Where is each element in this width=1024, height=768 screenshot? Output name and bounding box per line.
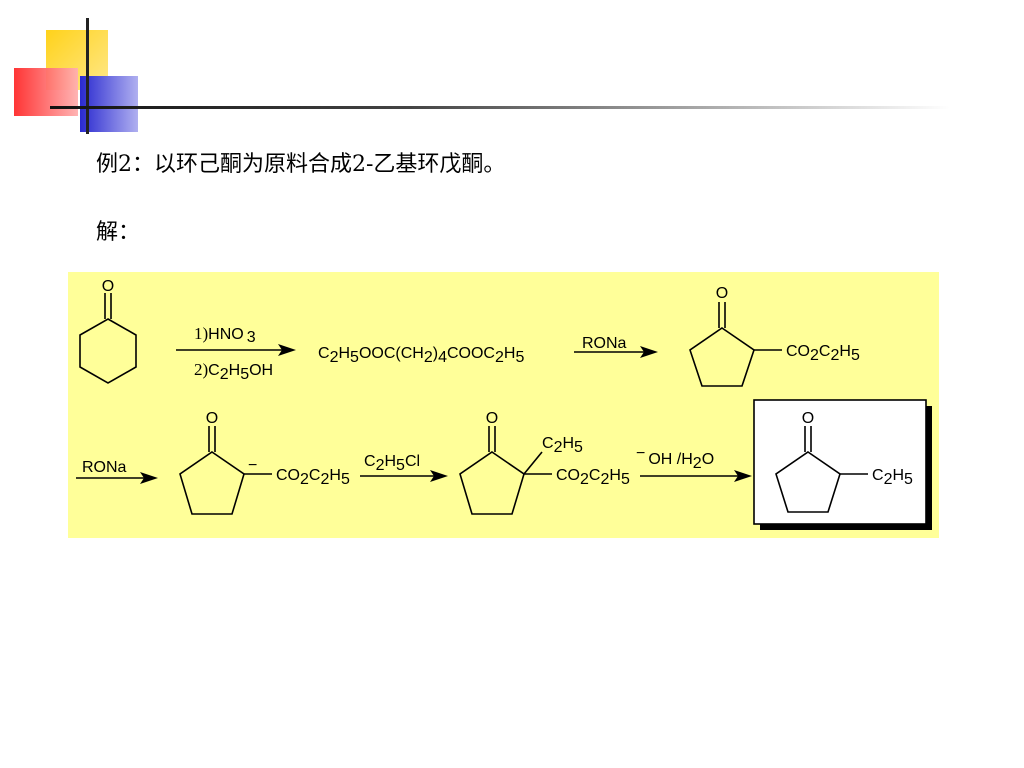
rona-reagent-2: RONa (82, 459, 127, 476)
hydrolysis-reagent: −OH /H2O (636, 445, 714, 472)
cyclohexanone-structure: O (79, 278, 137, 384)
reaction-arrow-2: RONa (574, 335, 658, 358)
oxygen-label: O (716, 285, 728, 302)
oxygen-label: O (486, 410, 498, 427)
ethyl-group-label: C2H5 (542, 435, 583, 456)
carbanion-charge: − (248, 457, 257, 474)
deco-vertical-line (86, 18, 89, 134)
alkylated-keto-ester-structure: O C2H5 CO2C2H5 (459, 410, 630, 515)
ester-group-label: CO2C2H5 (786, 343, 860, 364)
oxygen-label: O (802, 410, 814, 427)
reaction-arrow-5: −OH /H2O (636, 445, 752, 482)
ethyl-chloride-reagent: C2H5Cl (364, 453, 420, 474)
reaction-arrow-4: C2H5Cl (360, 453, 448, 482)
ester-group-label: CO2C2H5 (276, 467, 350, 488)
keto-ester-structure: O CO2C2H5 (689, 285, 860, 387)
oxygen-label: O (206, 410, 218, 427)
diethyl-adipate-formula: C2H5OOC(CH2)4COOC2H5 (318, 345, 524, 366)
enolate-structure: O − CO2C2H5 (179, 410, 350, 515)
ester-group-label: CO2C2H5 (556, 467, 630, 488)
product-box: O C2H5 (753, 399, 932, 530)
deco-horizontal-line (50, 106, 950, 109)
ethyl-group-label: C2H5 (872, 467, 913, 488)
oxygen-label: O (102, 278, 114, 295)
slide-title: 例2：以环己酮为原料合成2-乙基环戊酮。 (96, 152, 506, 177)
deco-blue-square (80, 76, 138, 132)
reaction-arrow-3: RONa (76, 459, 158, 484)
rona-reagent-1: RONa (582, 335, 627, 352)
solution-label: 解： (96, 220, 141, 245)
step1-reagent-2: 2)C2H5OH (194, 360, 273, 383)
